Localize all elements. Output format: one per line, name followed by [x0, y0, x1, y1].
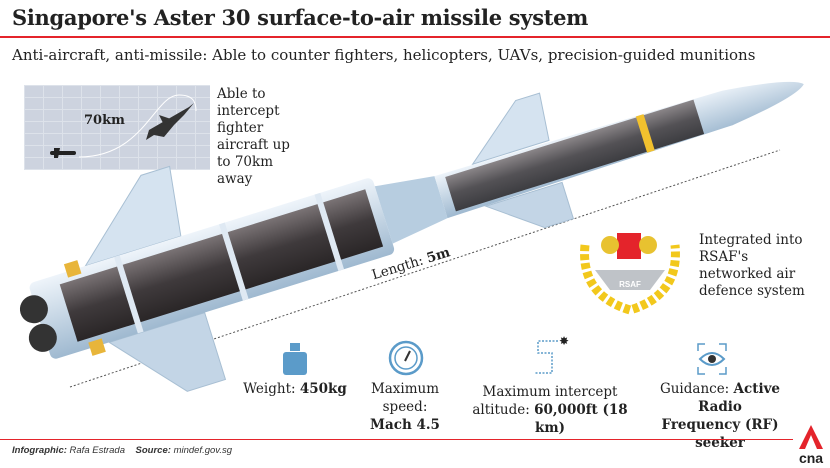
rsaf-emblem: RSAF: [580, 233, 680, 315]
altitude-path-icon: ✸: [535, 335, 569, 374]
interstage: [374, 176, 448, 244]
weight-icon: [283, 343, 307, 375]
missile-silhouette-icon: [50, 148, 76, 158]
singapore-shield: [617, 233, 641, 259]
eye-seeker-icon: [697, 343, 727, 375]
page-title: Singapore's Aster 30 surface-to-air miss…: [12, 5, 589, 30]
svg-text:✸: ✸: [559, 335, 569, 348]
stat-weight: Weight: 450kg: [243, 381, 347, 397]
yellow-band: [635, 114, 655, 153]
cna-logo: cna: [799, 425, 823, 465]
intercept-path-illustration: [50, 94, 197, 158]
nozzle-top: [19, 295, 48, 324]
nozzle-bottom: [28, 323, 57, 352]
svg-text:RSAF: RSAF: [619, 280, 641, 289]
subtitle: Anti-aircraft, anti-missile: Able to cou…: [12, 46, 756, 64]
booster-casing: [59, 189, 384, 342]
credits: Infographic: Rafa Estrada Source: mindef…: [12, 445, 233, 456]
speedometer-icon: [388, 340, 424, 376]
missile-illustration: [19, 81, 804, 392]
range-description: Able to intercept fighter aircraft up to…: [217, 86, 290, 187]
fighter-jet-icon: [146, 103, 194, 140]
stat-speed: Maximum speed:Mach 4.5: [370, 381, 440, 433]
range-distance-label: 70km: [84, 113, 125, 128]
svg-text:cna: cna: [799, 450, 823, 465]
rsaf-description: Integrated into RSAF's networked air def…: [699, 232, 805, 299]
footer-divider: [0, 439, 793, 440]
title-divider: [0, 36, 830, 38]
